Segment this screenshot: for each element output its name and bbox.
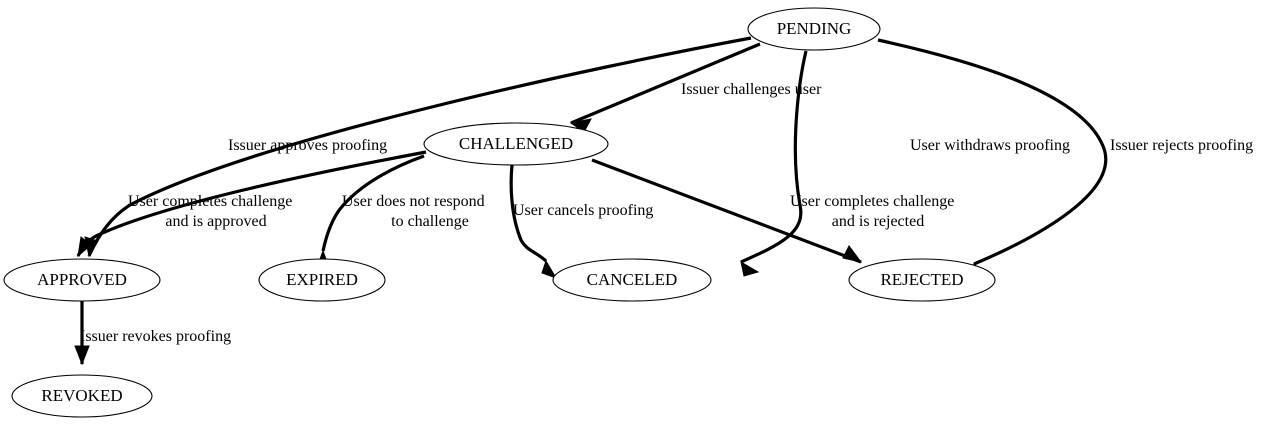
arrowhead-icon [569,118,592,133]
node-label: CANCELED [587,270,678,289]
edge-pending-canceled [740,50,808,277]
node-ellipse[interactable] [747,7,881,51]
node-ellipse[interactable] [3,258,161,302]
edge-line [570,42,761,125]
arrowhead-icon [740,260,760,277]
node-label: REJECTED [880,270,963,289]
arrowhead-icon [842,245,863,263]
arrowhead-icon [77,236,92,258]
node-approved[interactable]: APPROVED [3,258,161,302]
arrowhead-icon [74,345,90,366]
edge-label-pending-canceled: User withdraws proofing [910,137,1070,154]
node-ellipse[interactable] [258,258,386,302]
node-label: EXPIRED [286,270,358,289]
edge-label-pending-rejected: Issuer rejects proofing [1110,137,1253,154]
edge-challenged-approved [76,150,427,258]
node-expired[interactable]: EXPIRED [258,258,386,302]
node-revoked[interactable]: REVOKED [11,374,153,418]
edge-label-pending-approved: Issuer approves proofing [228,137,387,154]
arrowhead-icon [541,259,558,279]
node-ellipse[interactable] [848,258,996,302]
edge-label-challenged-canceled: User cancels proofing [513,202,653,219]
edge-challenged-canceled [509,164,558,279]
edge-line [877,38,1108,266]
edge-line [740,50,808,264]
edge-line [591,158,862,264]
node-label: CHALLENGED [459,134,573,153]
edge-pending-challenged [569,42,761,133]
node-challenged[interactable]: CHALLENGED [423,122,609,166]
nodes-layer: PENDING CHALLENGED APPROVED EXPIRED CANCELED… [3,7,996,418]
node-label: PENDING [777,19,852,38]
node-label: APPROVED [37,270,127,289]
edge-approved-revoked [74,301,90,366]
edge-line [321,154,425,252]
node-ellipse[interactable] [423,122,609,166]
node-rejected[interactable]: REJECTED [848,258,996,302]
edge-label-pending-challenged: Issuer challenges user [681,81,822,98]
edge-challenged-rejected [591,158,863,264]
edge-line [87,36,752,257]
node-label: REVOKED [41,386,122,405]
node-ellipse[interactable] [552,258,712,302]
node-canceled[interactable]: CANCELED [552,258,712,302]
node-pending[interactable]: PENDING [747,7,881,51]
edge-label-approved-revoked: Issuer revokes proofing [80,328,231,345]
edge-line [509,164,548,263]
node-ellipse[interactable] [11,374,153,418]
